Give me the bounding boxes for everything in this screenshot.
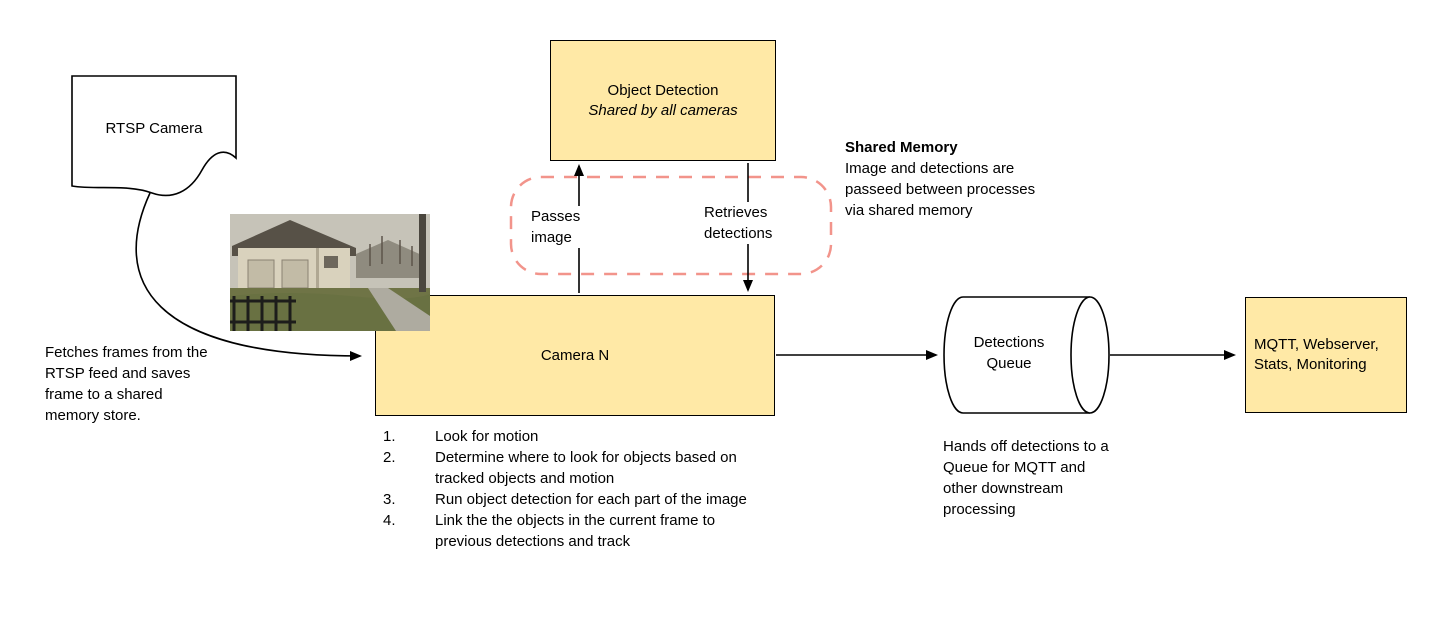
photo-garage-door-1	[247, 259, 275, 289]
photo-porch-post	[419, 214, 426, 292]
camera-step-2-number: 2.	[383, 449, 396, 466]
camera-step-1: 1. Look for motion	[383, 426, 773, 447]
object-detection-title: Object Detection	[607, 81, 719, 99]
rtsp-camera-label: RTSP Camera	[105, 120, 203, 137]
queue-handoff-note: Hands off detections to a Queue for MQTT…	[943, 438, 1109, 518]
camera-steps-list: 1. Look for motion 2. Determine where to…	[383, 426, 773, 552]
shared-memory-note-title: Shared Memory	[845, 139, 958, 156]
photo-background-house	[356, 240, 424, 278]
photo-window	[324, 256, 338, 268]
camera-snapshot-art	[230, 214, 430, 331]
camera-step-3: 3. Run object detection for each part of…	[383, 489, 773, 510]
fetch-frames-note: Fetches frames from the RTSP feed and sa…	[45, 344, 208, 424]
photo-garage-door-2	[281, 259, 309, 289]
object-detection-node: Object Detection Shared by all cameras	[550, 40, 776, 161]
camera-step-3-text: Run object detection for each part of th…	[435, 491, 747, 508]
outputs-label: MQTT, Webserver, Stats, Monitoring	[1254, 336, 1379, 373]
retrieves-detections-edge-label: Retrieves detections	[702, 202, 775, 244]
outputs-node: MQTT, Webserver, Stats, Monitoring	[1245, 297, 1407, 413]
camera-step-4-number: 4.	[383, 512, 396, 529]
camera-step-2: 2. Determine where to look for objects b…	[383, 447, 773, 489]
camera-snapshot-image	[230, 214, 430, 331]
camera-step-3-number: 3.	[383, 491, 396, 508]
photo-sidewalk	[368, 288, 430, 331]
photo-trees	[369, 236, 413, 266]
shared-memory-note: Shared Memory Image and detections are p…	[845, 137, 1050, 221]
photo-downspout	[316, 248, 319, 290]
shared-memory-note-body: Image and detections are passeed between…	[845, 160, 1036, 219]
camera-step-4-text: Link the the objects in the current fram…	[435, 512, 716, 550]
object-detection-subtitle: Shared by all cameras	[588, 101, 738, 119]
passes-image-edge-label: Passes image	[529, 206, 583, 248]
camera-step-1-number: 1.	[383, 428, 396, 445]
camera-n-node: Camera N	[375, 295, 775, 416]
detections-queue-label: Detections Queue	[973, 334, 1045, 372]
camera-step-2-text: Determine where to look for objects base…	[435, 449, 737, 487]
camera-n-label: Camera N	[540, 346, 610, 364]
camera-step-4: 4. Link the the objects in the current f…	[383, 510, 773, 552]
camera-step-1-text: Look for motion	[435, 428, 539, 445]
